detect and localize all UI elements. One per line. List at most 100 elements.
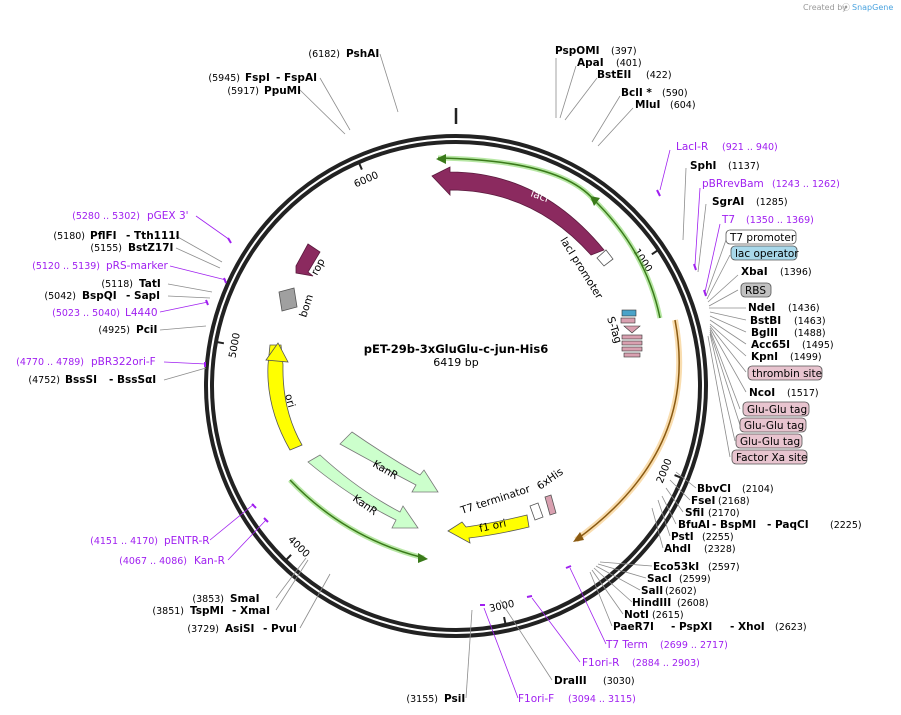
enzyme-label-2[interactable]: - BspMI <box>712 519 756 531</box>
primer-label[interactable]: T7 Term <box>605 639 648 651</box>
box-glu-glu-tag-1[interactable]: Glu-Glu tag <box>742 401 810 417</box>
feature-stag[interactable]: S-Tag <box>604 309 643 358</box>
enzyme-label[interactable]: SalI <box>641 585 663 597</box>
enzyme-label[interactable]: BssSI <box>65 374 97 386</box>
feature-ori-label: ori <box>282 393 297 409</box>
enzyme-label-2[interactable]: - XmaI <box>232 605 270 617</box>
enzyme-label[interactable]: PstI <box>671 531 694 543</box>
box-glu-glu-tag-2[interactable]: Glu-Glu tag <box>739 417 807 433</box>
primer-label[interactable]: pGEX 3' <box>147 210 189 222</box>
enzyme-position: (2170) <box>708 508 740 519</box>
primer-label[interactable]: LacI-R <box>676 141 708 153</box>
enzyme-label[interactable]: HindIII <box>632 597 671 609</box>
cjun-arc[interactable] <box>575 319 680 541</box>
enzyme-label[interactable]: TspMI <box>190 605 224 617</box>
primer-label[interactable]: pBRrevBam <box>702 178 764 190</box>
feature-f1ori-label: f1 ori <box>478 518 507 535</box>
enzyme-label[interactable]: SgrAI <box>712 196 744 208</box>
enzyme-label[interactable]: BglII <box>751 327 778 339</box>
enzyme-label[interactable]: PciI <box>136 324 157 336</box>
enzyme-label[interactable]: PshAI <box>346 48 379 60</box>
enzyme-label-2[interactable]: - FspAI <box>276 72 317 84</box>
enzyme-label[interactable]: PaeR7I <box>613 621 654 633</box>
primer-position: (1350 .. 1369) <box>746 215 814 226</box>
enzyme-label-3[interactable]: - PaqCI <box>767 519 809 531</box>
feature-f1ori[interactable]: f1 ori <box>447 514 530 544</box>
tick-mark <box>674 474 683 479</box>
enzyme-label[interactable]: PflFI <box>90 230 117 242</box>
enzyme-label[interactable]: BbvCI <box>697 483 731 495</box>
enzyme-position: (3155) <box>406 694 438 705</box>
enzyme-label[interactable]: BspQI <box>82 290 117 302</box>
enzyme-label[interactable]: Acc65I <box>751 339 790 351</box>
enzyme-label[interactable]: XbaI <box>741 266 768 278</box>
enzyme-label[interactable]: SmaI <box>230 593 260 605</box>
feature-ori[interactable]: ori <box>265 342 303 451</box>
feature-bom[interactable]: bom <box>278 287 316 319</box>
enzyme-position: (1495) <box>802 340 834 351</box>
credit-brand: SnapGene <box>852 3 893 12</box>
enzyme-label[interactable]: SacI <box>647 573 672 585</box>
enzyme-label[interactable]: DraIII <box>554 675 587 687</box>
enzyme-label[interactable]: MluI <box>635 99 660 111</box>
enzyme-label[interactable]: BclI * <box>621 87 652 99</box>
enzyme-label[interactable]: NdeI <box>748 302 775 314</box>
enzyme-label[interactable]: Eco53kI <box>653 561 699 573</box>
enzyme-position: (4925) <box>98 325 130 336</box>
primer-position: (5023 .. 5040) <box>52 308 120 319</box>
enzyme-label-2[interactable]: - PspXI <box>671 621 712 633</box>
enzyme-label[interactable]: SfiI <box>685 507 704 519</box>
plasmid-name: pET-29b-3xGluGlu-c-jun-His6 <box>364 342 548 356</box>
primer-label[interactable]: pENTR-R <box>164 535 210 547</box>
enzyme-label[interactable]: SphI <box>690 160 716 172</box>
laci-arc-head-1 <box>436 154 446 164</box>
enzyme-position: (2328) <box>704 544 736 555</box>
enzyme-label-2[interactable]: - BssSαI <box>109 374 156 386</box>
enzyme-label[interactable]: PsiI <box>444 693 465 705</box>
enzyme-position: (1488) <box>794 328 826 339</box>
enzyme-label[interactable]: PpuMI <box>264 85 301 97</box>
primer-label[interactable]: F1ori-F <box>518 693 554 705</box>
feature-kanr-1[interactable]: KanR <box>339 431 439 493</box>
enzyme-position: (2599) <box>679 574 711 585</box>
primer-label[interactable]: T7 <box>721 214 735 226</box>
box-factor-xa-site[interactable]: Factor Xa site <box>731 449 807 465</box>
enzyme-label[interactable]: KpnI <box>751 351 778 363</box>
enzyme-label[interactable]: NcoI <box>749 387 775 399</box>
enzyme-label-2[interactable]: - SapI <box>126 290 160 302</box>
enzyme-label[interactable]: BstEII <box>597 69 631 81</box>
box-rbs[interactable]: RBS <box>740 282 772 298</box>
enzyme-label-2[interactable]: - PvuI <box>263 623 297 635</box>
enzyme-label[interactable]: BstBI <box>750 315 781 327</box>
primer-label[interactable]: F1ori-R <box>582 657 619 669</box>
backbone-outer <box>204 134 708 638</box>
enzyme-label[interactable]: BstZ17I <box>128 242 173 254</box>
enzyme-label[interactable]: ApaI <box>577 57 604 69</box>
feature-rop[interactable]: rop <box>295 243 328 277</box>
enzyme-label[interactable]: BfuAI <box>678 519 710 531</box>
feature-laci[interactable]: lacI <box>431 166 605 256</box>
primer-label[interactable]: pBR322ori-F <box>91 356 156 368</box>
enzyme-position: (401) <box>616 58 642 69</box>
primer-label[interactable]: L4440 <box>125 307 158 319</box>
enzyme-label[interactable]: FspI <box>245 72 270 84</box>
primer-label[interactable]: pRS-marker <box>106 260 169 272</box>
enzyme-label[interactable]: NotI <box>624 609 649 621</box>
enzyme-label[interactable]: TatI <box>139 278 161 290</box>
enzyme-label[interactable]: PspOMI <box>555 45 600 57</box>
primer-position: (1243 .. 1262) <box>772 179 840 190</box>
primer-position: (4067 .. 4086) <box>119 556 187 567</box>
box-thrombin-site[interactable]: thrombin site <box>747 365 823 381</box>
enzyme-label-3[interactable]: - XhoI <box>730 621 765 633</box>
box-t7-promoter[interactable]: T7 promoter <box>725 229 797 245</box>
enzyme-label[interactable]: FseI <box>691 495 715 507</box>
box-lac-operator[interactable]: lac operator <box>730 245 799 261</box>
enzyme-label[interactable]: AhdI <box>664 543 691 555</box>
enzyme-label-2[interactable]: - Tth111I <box>126 230 180 242</box>
enzyme-label[interactable]: AsiSI <box>225 623 254 635</box>
tick-mark <box>651 249 660 256</box>
enzyme-position: (2623) <box>775 622 807 633</box>
feature-t7-terminator[interactable]: T7 terminator <box>458 483 544 521</box>
box-glu-glu-tag-3[interactable]: Glu-Glu tag <box>735 433 803 449</box>
primer-label[interactable]: Kan-R <box>194 555 225 567</box>
